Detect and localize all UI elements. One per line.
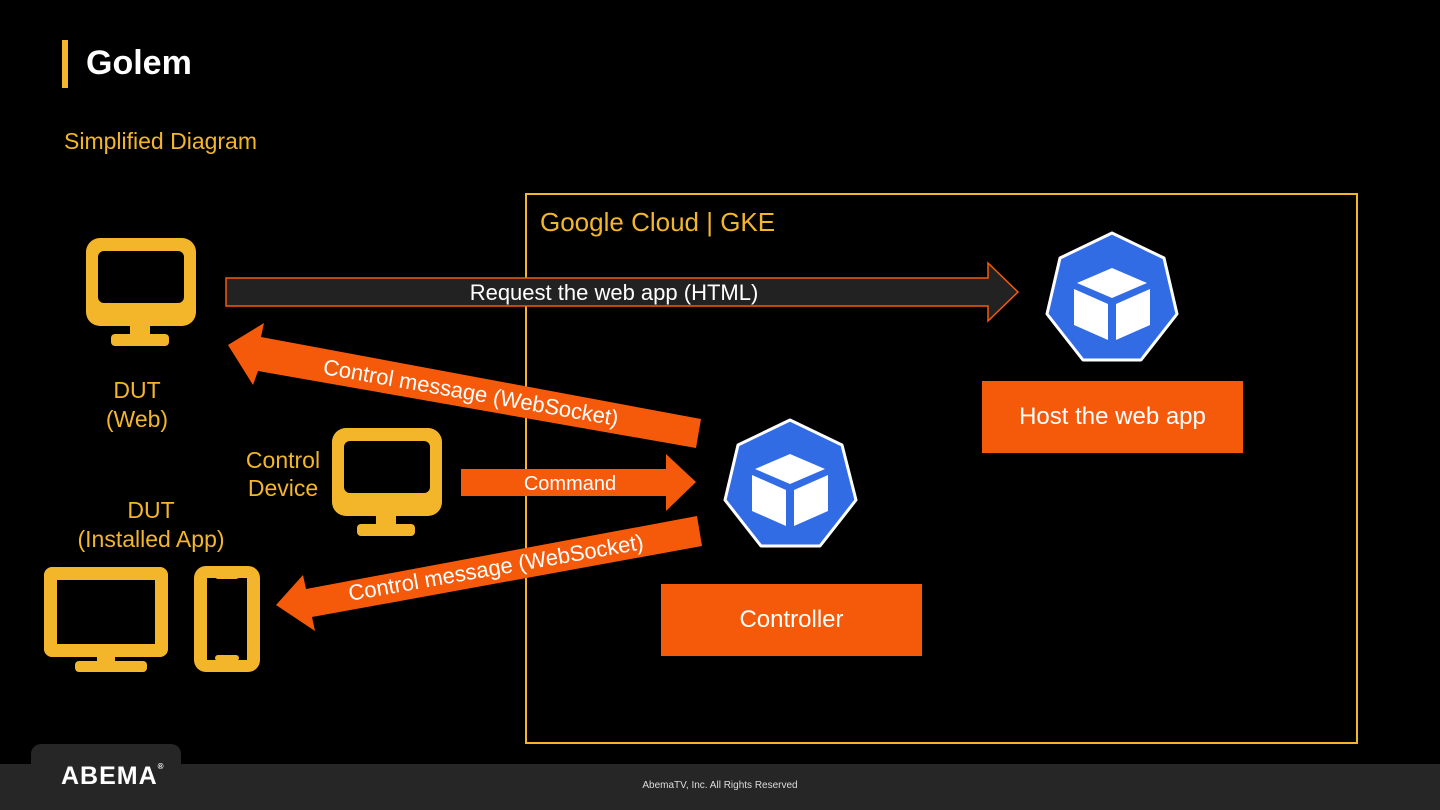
dut-installed-label-line1: DUT (127, 497, 175, 523)
dut-web-label-line1: DUT (113, 377, 161, 403)
request-arrow (225, 261, 1020, 323)
tv-icon-dut-installed (44, 567, 168, 672)
smartphone-icon-dut-installed (194, 566, 260, 672)
controller-box: Controller (661, 584, 922, 656)
logo-tab (31, 744, 181, 810)
dut-installed-label: DUT (Installed App) (56, 496, 246, 554)
command-arrow-label: Command (524, 473, 616, 495)
monitor-icon-control-device (332, 428, 442, 536)
dut-web-label-line2: (Web) (105, 406, 169, 432)
control-message-arrow-installed (276, 516, 702, 631)
copyright-text: AbemaTV, Inc. All Rights Reserved (642, 780, 798, 791)
abema-logo-text: ABEMA (61, 762, 158, 790)
title-accent-bar (62, 40, 68, 88)
control-device-label: Control Device (232, 446, 334, 502)
kubernetes-pod-icon-controller (723, 418, 858, 548)
control-message-arrow-web (228, 323, 701, 448)
control-device-label-line2: Device (247, 475, 319, 501)
kubernetes-pod-icon-host (1045, 231, 1179, 362)
monitor-icon-dut-web (86, 238, 196, 346)
gke-boundary-box (525, 193, 1358, 744)
host-web-app-box: Host the web app (982, 381, 1243, 453)
slide-title: Golem (86, 44, 192, 82)
control-device-label-line1: Control (245, 447, 321, 473)
registered-mark: ® (157, 762, 165, 771)
control-message-installed-label: Control message (WebSocket) (346, 529, 645, 606)
command-arrow (461, 454, 696, 511)
control-message-web-label: Control message (WebSocket) (321, 354, 620, 431)
gke-label: Google Cloud | GKE (540, 207, 776, 237)
dut-installed-label-line2: (Installed App) (77, 526, 225, 552)
slide-subtitle: Simplified Diagram (64, 128, 258, 154)
footer-bar (0, 764, 1440, 810)
request-arrow-label: Request the web app (HTML) (470, 280, 759, 305)
abema-logo: ABEMA® (61, 762, 165, 791)
dut-web-label: DUT (Web) (86, 376, 188, 434)
